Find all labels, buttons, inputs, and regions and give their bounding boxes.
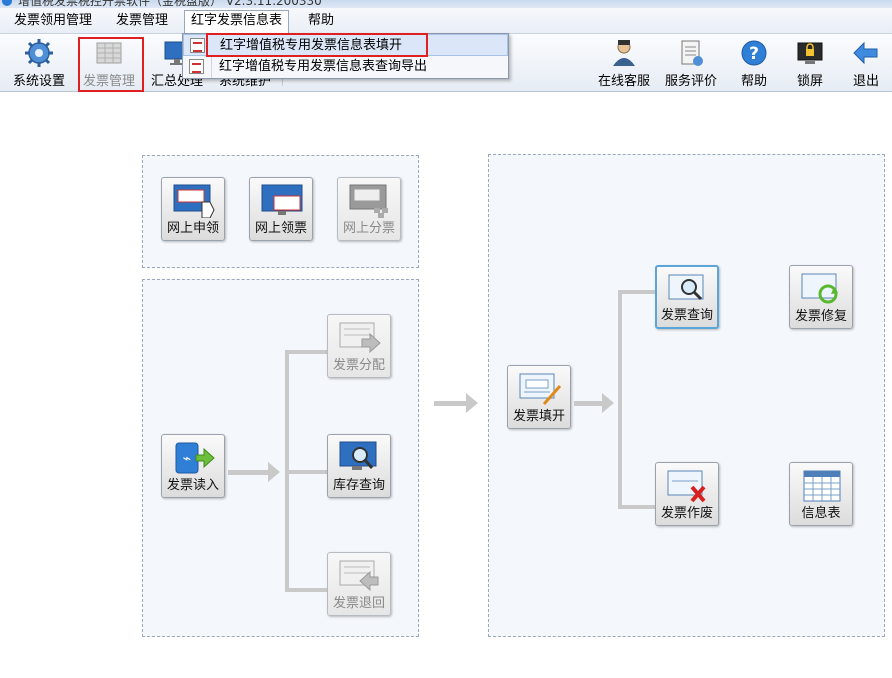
info-table-label: 信息表 <box>801 506 841 521</box>
question-icon: ? <box>741 40 767 66</box>
invoice-void-tile[interactable]: 发票作废 <box>655 462 719 526</box>
form-edit-icon <box>190 38 205 53</box>
menu-item-red-info-query-export-label: 红字增值税专用发票信息表查询导出 <box>219 59 428 74</box>
invoice-forward-icon <box>339 322 381 354</box>
invoice-read-label: 发票读入 <box>166 478 219 493</box>
online-receive-tile[interactable]: 网上领票 <box>249 177 313 241</box>
connector-arrow <box>268 462 280 482</box>
online-service-label: 在线客服 <box>597 74 650 89</box>
gear-icon <box>25 39 53 67</box>
connector-to-distribute <box>285 350 327 354</box>
menu-invoice-acquire[interactable]: 发票领用管理 <box>14 13 93 28</box>
connector-fill-to-branch <box>574 401 604 406</box>
stock-query-tile[interactable]: 库存查询 <box>327 434 391 498</box>
svg-text:?: ? <box>749 44 759 64</box>
invoice-query-tile[interactable]: 发票查询 <box>655 265 719 329</box>
invoice-distribute-tile[interactable]: 发票分配 <box>327 314 391 378</box>
connector-to-void <box>618 505 656 509</box>
online-receive-label: 网上领票 <box>254 221 307 236</box>
menu-bar: 发票领用管理 发票管理 红字发票信息表 帮助 <box>0 8 892 34</box>
invoice-fill-label: 发票填开 <box>512 409 565 424</box>
menu-item-red-info-query-export[interactable]: 红字增值税专用发票信息表查询导出 <box>183 56 508 78</box>
invoice-pen-icon <box>519 373 562 405</box>
connector-fill-arrow <box>602 393 614 413</box>
svg-text:⌁: ⌁ <box>183 451 191 467</box>
invoice-management-label: 发票管理 <box>82 74 135 89</box>
invoice-repair-label: 发票修复 <box>794 309 847 324</box>
help-label: 帮助 <box>740 74 767 89</box>
lock-screen-icon <box>797 42 823 64</box>
window-titlebar: 增值税发票税控开票软件（金税盘版） V2.3.11.200330 <box>0 0 892 8</box>
stock-query-label: 库存查询 <box>332 478 385 493</box>
help-button[interactable]: ? 帮助 <box>721 36 787 90</box>
invoice-void-label: 发票作废 <box>660 506 713 521</box>
monitor-network-icon <box>349 184 388 218</box>
menu-red-invoice-info[interactable]: 红字发票信息表 <box>184 10 290 33</box>
invoice-return-icon <box>339 560 379 592</box>
invoice-return-label: 发票退回 <box>332 596 385 611</box>
connector-to-query <box>618 290 656 294</box>
lock-screen-button[interactable]: 锁屏 <box>777 36 843 90</box>
usb-import-icon: ⌁ <box>175 442 215 474</box>
online-service-button[interactable]: 在线客服 <box>591 36 657 90</box>
exit-button[interactable]: 退出 <box>833 36 892 90</box>
service-evaluation-label: 服务评价 <box>664 74 717 89</box>
service-evaluation-button[interactable]: 服务评价 <box>658 36 724 90</box>
connector-read-to-branch <box>228 470 274 475</box>
lock-screen-label: 锁屏 <box>796 74 823 89</box>
info-table-tile[interactable]: 信息表 <box>789 462 853 526</box>
invoice-query-label: 发票查询 <box>660 308 713 323</box>
invoice-management-button[interactable]: 发票管理 <box>76 36 142 90</box>
table-grid-icon <box>803 470 841 502</box>
menu-help[interactable]: 帮助 <box>308 13 335 28</box>
system-settings-label: 系统设置 <box>12 74 65 89</box>
monitor-hand-icon <box>173 184 215 218</box>
invoice-read-tile[interactable]: ⌁ 发票读入 <box>161 434 225 498</box>
invoice-repair-tile[interactable]: 发票修复 <box>789 265 853 329</box>
invoice-return-tile[interactable]: 发票退回 <box>327 552 391 616</box>
online-apply-label: 网上申领 <box>166 221 219 236</box>
monitor-search-icon <box>339 441 377 470</box>
connector-to-stock <box>285 470 327 474</box>
exit-label: 退出 <box>852 74 879 89</box>
window-title: 增值税发票税控开票软件（金税盘版） V2.3.11.200330 <box>18 0 322 8</box>
connector-panels <box>434 401 468 406</box>
exit-arrow-icon <box>853 41 878 65</box>
invoice-refresh-icon <box>801 273 838 304</box>
invoice-grid-icon <box>96 42 122 64</box>
invoice-delete-icon <box>667 470 706 503</box>
invoice-search-icon <box>668 274 704 301</box>
monitor-invoice-icon <box>261 184 303 215</box>
online-distribute-tile[interactable]: 网上分票 <box>337 177 401 241</box>
connector-to-return <box>285 588 327 592</box>
highlight-invoice-management <box>78 37 144 92</box>
form-export-icon <box>189 59 204 74</box>
online-distribute-label: 网上分票 <box>342 221 395 236</box>
online-apply-tile[interactable]: 网上申领 <box>161 177 225 241</box>
invoice-distribute-label: 发票分配 <box>332 358 385 373</box>
menu-invoice-manage[interactable]: 发票管理 <box>116 13 169 28</box>
notepad-icon <box>681 40 703 66</box>
invoice-fill-tile[interactable]: 发票填开 <box>507 365 571 429</box>
menu-item-red-info-fill-label: 红字增值税专用发票信息表填开 <box>220 38 403 53</box>
app-icon <box>2 0 12 6</box>
connector-panels-arrow <box>466 393 478 413</box>
person-icon <box>613 40 635 66</box>
connector-right-vertical <box>618 290 622 509</box>
system-settings-button[interactable]: 系统设置 <box>6 36 72 90</box>
highlight-red-info-fill <box>206 33 428 57</box>
